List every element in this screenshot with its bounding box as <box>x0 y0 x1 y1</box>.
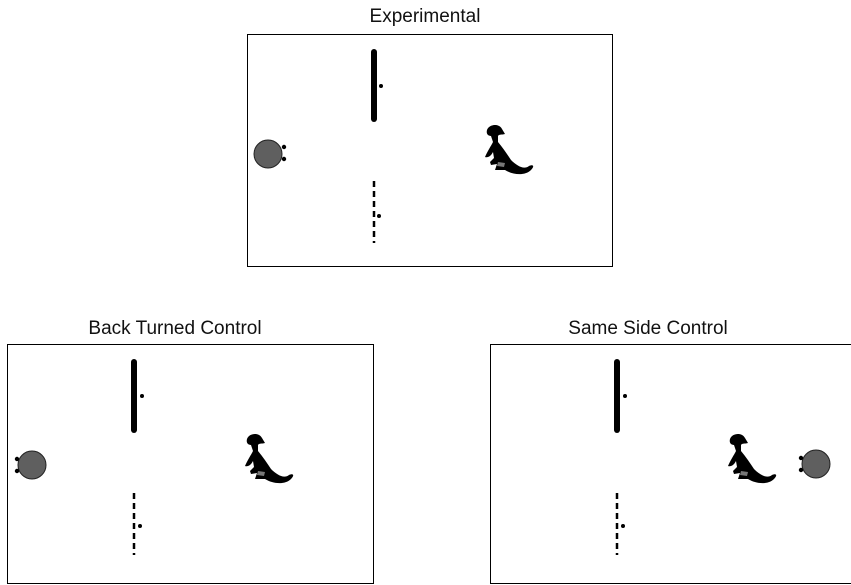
food-dot <box>623 394 627 398</box>
food-dot <box>379 84 383 88</box>
sitting-dog-icon <box>245 433 294 484</box>
arena-back-turned-drawing <box>14 359 294 555</box>
arena-same-side <box>490 344 851 584</box>
sitting-dog-icon <box>485 124 534 175</box>
person-top-view-icon <box>14 450 47 480</box>
panel-title-back-turned: Back Turned Control <box>88 318 262 339</box>
arena-same-side-drawing <box>614 359 831 555</box>
food-dot <box>140 394 144 398</box>
person-top-view-icon <box>798 449 831 479</box>
food-dot <box>138 524 142 528</box>
person-top-view-icon <box>253 139 287 169</box>
arena-back-turned <box>7 344 374 584</box>
food-dot <box>621 524 625 528</box>
arena-experimental <box>247 34 613 267</box>
panel-title-experimental: Experimental <box>369 6 481 27</box>
food-dot <box>377 214 381 218</box>
sitting-dog-icon <box>728 433 777 484</box>
panel-title-same-side: Same Side Control <box>568 318 728 339</box>
arena-experimental-drawing <box>253 49 534 243</box>
